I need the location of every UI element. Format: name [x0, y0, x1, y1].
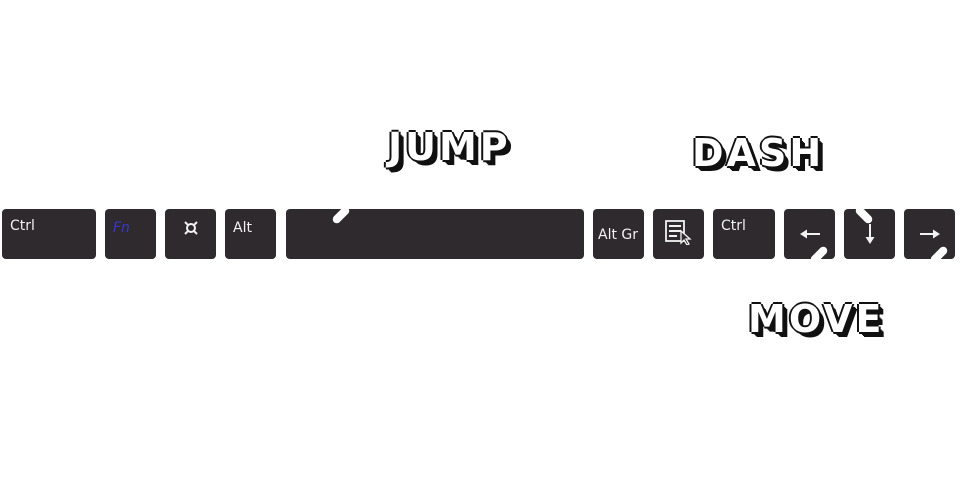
alt-gr-key-label: Alt Gr: [598, 227, 639, 243]
dash-label: DASH: [692, 131, 825, 175]
cross-symbol-icon: [165, 209, 216, 247]
ctrl-right-key-label: Ctrl: [721, 218, 746, 234]
ctrl-left-key[interactable]: Ctrl: [2, 209, 96, 259]
ctrl-left-key-label: Ctrl: [10, 218, 35, 234]
menu-key[interactable]: [653, 209, 704, 259]
fn-key-label: Fn: [113, 220, 130, 236]
arrow-left-icon: [784, 209, 835, 259]
context-menu-icon: [653, 209, 704, 255]
alt-key-label: Alt: [233, 220, 252, 236]
space-key[interactable]: [286, 209, 584, 259]
arrow-right-icon: [904, 209, 955, 259]
alt-key[interactable]: Alt: [225, 209, 276, 259]
super-key[interactable]: [165, 209, 216, 259]
jump-label: JUMP: [388, 125, 511, 169]
arrow-down-icon: [844, 209, 895, 259]
alt-gr-key[interactable]: Alt Gr: [593, 209, 644, 259]
move-label: MOVE: [748, 297, 885, 341]
fn-key[interactable]: Fn: [105, 209, 156, 259]
ctrl-right-key[interactable]: Ctrl: [713, 209, 775, 259]
